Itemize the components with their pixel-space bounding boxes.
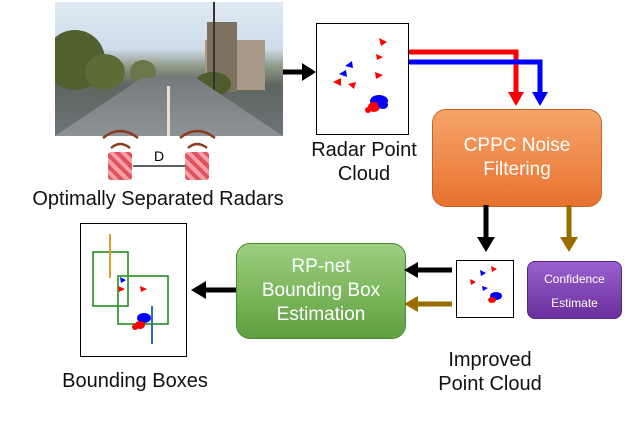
bounding-box-contents — [92, 234, 169, 344]
bounding-boxes-caption: Bounding Boxes — [62, 370, 208, 392]
separation-label: D — [153, 148, 165, 164]
radar-point-cloud-points — [333, 38, 388, 113]
arrow-photo-to-point-cloud — [283, 63, 316, 81]
arrow-cppc-to-improved — [477, 205, 495, 252]
left-radar-sensor — [108, 152, 132, 180]
street-scene-image — [55, 2, 283, 136]
red-arrowhead — [508, 92, 524, 106]
radar-point-cloud-panel — [316, 23, 409, 135]
improved-point-cloud-points — [470, 266, 502, 303]
radar-wave-arcs — [102, 129, 216, 150]
blue-arrowhead — [532, 92, 548, 106]
arrows-point-cloud-to-cppc — [409, 49, 543, 95]
arrows-improved-to-rpnet — [404, 262, 452, 312]
arrow-rpnet-to-bounding-boxes — [191, 281, 236, 299]
radar-caption: Optimally Separated Radars — [32, 188, 284, 210]
arrow-cppc-to-confidence — [560, 205, 578, 252]
right-radar-sensor — [185, 152, 209, 180]
bounding-boxes-panel — [80, 223, 187, 357]
